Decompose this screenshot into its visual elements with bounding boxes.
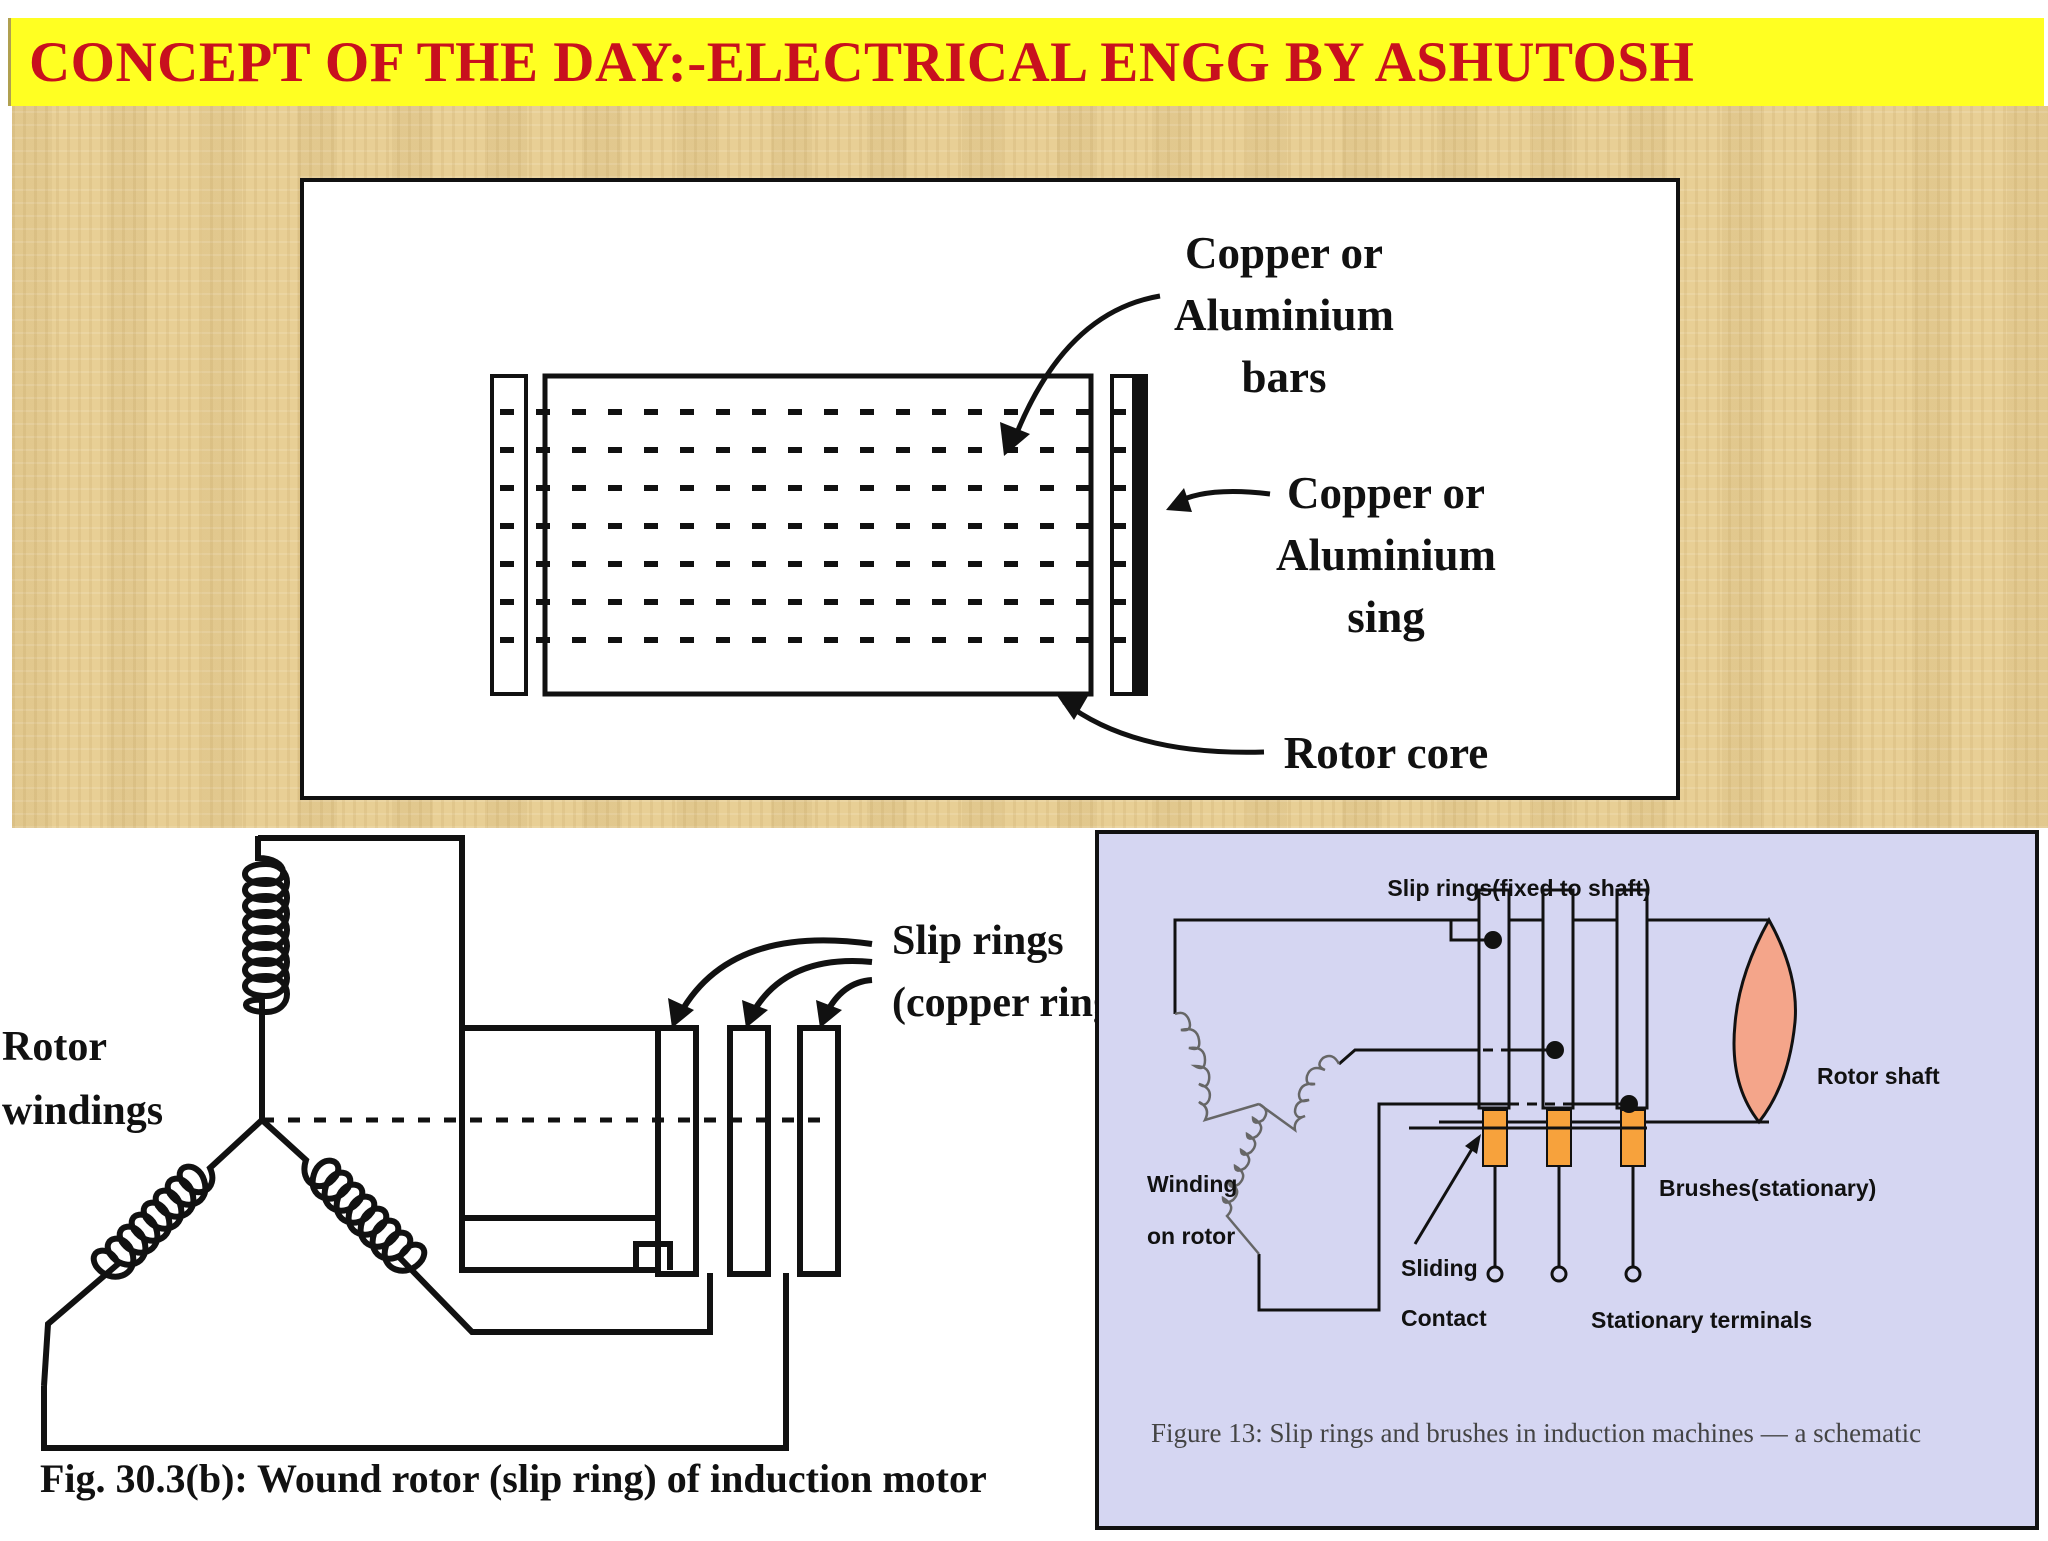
label-bars-line3: bars: [1241, 352, 1326, 402]
wound-rotor-caption: Fig. 30.3(b): Wound rotor (slip ring) of…: [40, 1456, 987, 1501]
conductor-bars: [500, 409, 1126, 643]
slip-ring-schematic-svg: Slip rings(fixed to shaft) Rotor shaft W…: [1147, 875, 1940, 1448]
sliding-contact-arrow: [1413, 1143, 1477, 1245]
right-winding-coil: [259, 1117, 713, 1335]
rotor-core-body: [542, 373, 1094, 697]
label-ring-line1: Copper or: [1287, 468, 1485, 518]
arrow-bars: [1011, 293, 1161, 441]
label-stationary-terminals: Stationary terminals: [1591, 1307, 1812, 1333]
bottom-return-lead: [41, 1273, 789, 1451]
wound-rotor-lines: [41, 835, 841, 1451]
slip-schematic-caption: Figure 13: Slip rings and brushes in ind…: [1151, 1418, 1921, 1448]
slip-ring-schematic: Slip rings(fixed to shaft) Rotor shaft W…: [1095, 830, 2039, 1530]
cage-rotor-svg: Copper or Aluminium bars Copper or Alumi…: [490, 228, 1496, 778]
label-rotor: Rotor: [2, 1024, 107, 1070]
winding-leads: [1173, 918, 1647, 1312]
schematic-slip-rings: [1477, 888, 1649, 1110]
slip-ring-arrows: [677, 937, 873, 1016]
label-sliding: Sliding: [1401, 1255, 1478, 1281]
label-rotor-shaft: Rotor shaft: [1817, 1063, 1940, 1089]
slip-ring-3: [797, 1025, 841, 1277]
terminal-leads: [1486, 1166, 1642, 1283]
label-ring-line2: Aluminium: [1276, 530, 1496, 580]
brushes: [1482, 1109, 1646, 1167]
shaft-body: [459, 1025, 661, 1273]
title-banner: CONCEPT OF THE DAY:-ELECTRICAL ENGG BY A…: [8, 18, 2044, 106]
left-winding-coil: [41, 1117, 265, 1387]
label-brushes: Brushes(stationary): [1659, 1175, 1876, 1201]
label-copper-rings: (copper rings): [892, 980, 1100, 1026]
schematic-ring-3: [1615, 888, 1649, 1110]
label-ring-line3: sing: [1347, 592, 1425, 642]
schematic-ring-1: [1477, 888, 1511, 1110]
left-end-ring: [490, 374, 528, 696]
schematic-ring-2: [1541, 888, 1575, 1110]
label-winding: Winding: [1147, 1171, 1237, 1197]
slip-ring-1: [655, 1025, 699, 1277]
rotor-shaft-end: [1732, 916, 1797, 1125]
label-slip-rings-fixed: Slip rings(fixed to shaft): [1387, 875, 1650, 901]
label-on-rotor: on rotor: [1147, 1223, 1235, 1249]
slip-ring-arrowheads: [668, 998, 842, 1028]
slip-ring-2: [727, 1025, 771, 1277]
top-winding-coil: [242, 836, 290, 1120]
cage-arrowheads: [1000, 422, 1192, 720]
label-bars-line1: Copper or: [1185, 228, 1383, 278]
cage-rotor-diagram: Copper or Aluminium bars Copper or Alumi…: [300, 178, 1680, 800]
banner-title: CONCEPT OF THE DAY:-ELECTRICAL ENGG BY A…: [29, 31, 1695, 94]
label-rotor-core: Rotor core: [1284, 728, 1489, 778]
wound-rotor-svg: Rotor windings Slip rings (copper rings)…: [2, 835, 1144, 1501]
ring1-connector: [633, 1241, 673, 1270]
arrow-core: [1062, 700, 1265, 755]
shaft-lower: [459, 1215, 661, 1273]
winding-coils: [1174, 1011, 1341, 1255]
wound-rotor-diagram: Rotor windings Slip rings (copper rings)…: [0, 828, 1144, 1536]
right-end-ring-fill: [1132, 376, 1146, 694]
label-bars-line2: Aluminium: [1174, 290, 1394, 340]
brush-3: [1620, 1109, 1646, 1167]
label-contact: Contact: [1401, 1305, 1487, 1331]
label-windings: windings: [2, 1088, 163, 1134]
sliding-contact-arrowhead: [1465, 1134, 1481, 1154]
brush-2: [1546, 1109, 1572, 1167]
label-slip-rings: Slip rings: [892, 918, 1064, 964]
brush-1: [1482, 1109, 1508, 1167]
